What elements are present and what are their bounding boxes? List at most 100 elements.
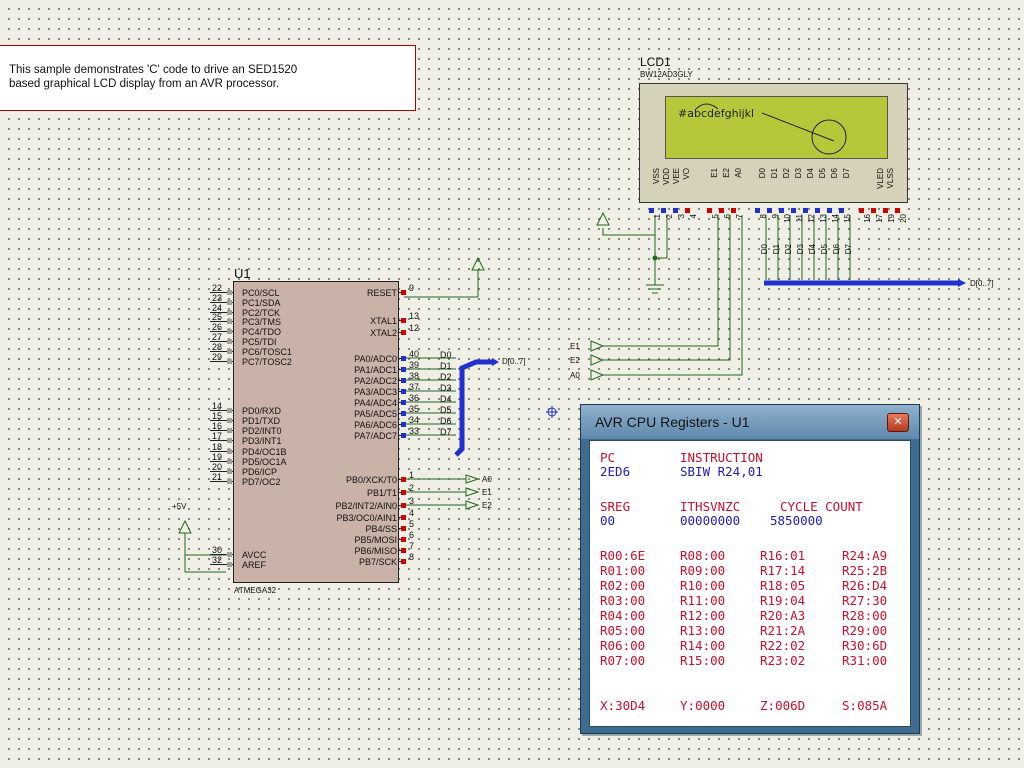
pin-label: PD3/INT1 [242, 436, 282, 446]
description-note[interactable]: This sample demonstrates 'C' code to dri… [0, 45, 416, 111]
lcd-pin-number: 14 [831, 214, 840, 223]
cycle-count-label: CYCLE COUNT [780, 499, 863, 514]
pin-label: PC3/TMS [242, 317, 282, 327]
pin-label: PC5/TDI [242, 337, 277, 347]
pin-label: PD5/OC1A [242, 457, 287, 467]
bus-entry-label: D5 [440, 405, 452, 415]
bus-entry-label: D6 [440, 416, 452, 426]
lcd-pin-number: 11 [795, 214, 804, 223]
register-cell: R18:05 [760, 578, 806, 593]
pin-label: AVCC [242, 550, 267, 560]
pin-lead [210, 440, 233, 441]
close-icon: ✕ [893, 416, 903, 428]
vcc-terminal-avcc [178, 519, 192, 534]
lcd-bus-arrow [958, 279, 966, 287]
pin-lead [210, 430, 233, 431]
mcu-part: ATMEGA32 [234, 586, 277, 595]
pin-label: PB7/SCK [358, 557, 397, 567]
pa-bus-arrow [492, 358, 499, 366]
register-cell: R19:04 [760, 593, 806, 608]
lcd-bus-entry-label: D2 [784, 244, 793, 255]
net-a0: A0 [570, 371, 580, 380]
net-e2: E2 [570, 356, 580, 365]
pin-lead [210, 312, 233, 313]
pin-lead [210, 554, 233, 555]
register-cell: R03:00 [600, 593, 646, 608]
pin-state-indicator [803, 208, 808, 213]
pin-state-indicator [719, 208, 724, 213]
pin-lead [210, 481, 233, 482]
register-cell: R23:02 [760, 653, 806, 668]
pin-label: PB5/MOSI [354, 535, 397, 545]
flags-value: 00000000 [680, 513, 741, 528]
pin-label: PC2/TCK [242, 308, 281, 318]
register-cell: R14:00 [680, 638, 726, 653]
pin-label: PC1/SDA [242, 298, 281, 308]
supply-label: +5V [172, 502, 187, 511]
close-button[interactable]: ✕ [887, 413, 909, 432]
pin-number: 18 [212, 442, 223, 452]
pin-label: XTAL1 [370, 316, 397, 326]
pin-state-indicator [673, 208, 678, 213]
pin-number: 6 [409, 530, 415, 540]
pin-state-indicator [707, 208, 712, 213]
register-cell: R28:00 [842, 608, 888, 623]
lcd-pin-number: 4 [689, 214, 698, 219]
register-cell: R01:00 [600, 563, 646, 578]
pin-state-indicator [227, 459, 232, 464]
pin-label: PA2/ADC2 [354, 376, 397, 386]
instruction-label: INSTRUCTION [680, 450, 763, 465]
pin-state-indicator [401, 318, 406, 323]
pin-state-indicator [401, 477, 406, 482]
register-cell: R30:6D [842, 638, 888, 653]
pin-label: PA6/ADC6 [354, 420, 397, 430]
pin-number: 2 [409, 483, 415, 493]
lcd-pin-label: VSS [652, 168, 661, 185]
lcd-pin-number: 2 [665, 214, 674, 219]
pin-number: 29 [212, 352, 223, 362]
register-cell: R00:6E [600, 548, 646, 563]
lcd-pin-label: D3 [794, 168, 803, 179]
pin-number: 26 [212, 322, 223, 332]
pin-state-indicator [815, 208, 820, 213]
pin-state-indicator [401, 537, 406, 542]
pin-state-indicator [401, 503, 406, 508]
pin-state-indicator [227, 319, 232, 324]
pin-lead [210, 361, 233, 362]
pin-state-indicator [859, 208, 864, 213]
avr-cpu-registers-window[interactable]: AVR CPU Registers - U1 ✕ PC INSTRUCTION … [580, 404, 920, 734]
pin-label: PA7/ADC7 [354, 431, 397, 441]
lcd-pin-label: D5 [818, 168, 827, 179]
pin-number: 38 [409, 371, 420, 381]
lcd-pin-label: VLED [876, 168, 885, 189]
pin-lead [210, 321, 233, 322]
register-cell: R12:00 [680, 608, 726, 623]
pc-label: PC [600, 450, 616, 465]
pin-state-indicator [227, 438, 232, 443]
mcu-atmega32[interactable] [233, 281, 399, 583]
pin-number: 16 [212, 421, 223, 431]
pin-state-indicator [227, 359, 232, 364]
e2-wire [603, 215, 731, 361]
lcd-bus-entry-label: D3 [796, 244, 805, 255]
lcd-bus-entry-label: D7 [844, 244, 853, 255]
lcd-pin-number: 6 [723, 214, 732, 219]
pin-lead [210, 351, 233, 352]
pin-number: 21 [212, 472, 223, 482]
pin-state-indicator [401, 400, 406, 405]
pin-state-indicator [401, 422, 406, 427]
window-titlebar[interactable]: AVR CPU Registers - U1 ✕ [581, 405, 919, 439]
pin-label: PC7/TOSC2 [242, 357, 292, 367]
pin-state-indicator [227, 329, 232, 334]
register-cell: R31:00 [842, 653, 888, 668]
pin-state-indicator [871, 208, 876, 213]
lcd-pin-number: 7 [735, 214, 744, 219]
lcd-pin-number: 5 [711, 214, 720, 219]
lcd-graphics [695, 103, 847, 155]
pointer-x: X:30D4 [600, 698, 646, 713]
pin-label: PD1/TXD [242, 416, 281, 426]
note-line-2: based graphical LCD display from an AVR … [9, 78, 280, 90]
lcd-screen-text: #abcdefghijkl [678, 107, 755, 120]
